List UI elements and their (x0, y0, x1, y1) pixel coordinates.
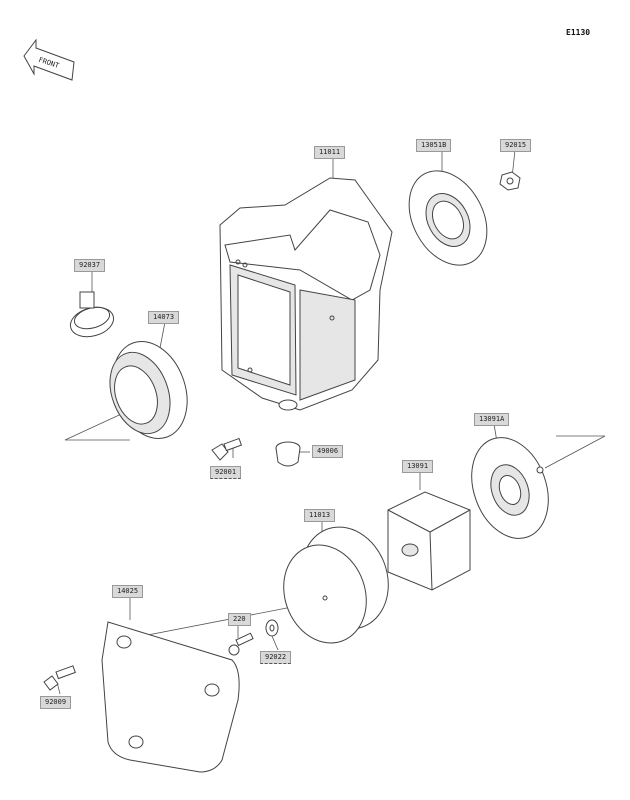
element-part (283, 526, 389, 644)
cover-part (101, 621, 240, 773)
part-number-13091[interactable]: 13091 (402, 460, 434, 473)
part-number-92009[interactable]: 92009 (40, 696, 72, 709)
cap-part (275, 441, 301, 467)
part-number-11013[interactable]: 11013 (304, 509, 336, 522)
washer-part (265, 619, 279, 637)
part-number-92022[interactable]: 92022 (260, 651, 292, 664)
part-number-220[interactable]: 220 (228, 613, 251, 626)
part-number-92037[interactable]: 92037 (74, 259, 106, 272)
cover-bolt-part (43, 665, 76, 691)
part-number-49006[interactable]: 49006 (312, 445, 344, 458)
diagram-code: E1130 (566, 28, 591, 37)
part-number-14073[interactable]: 14073 (148, 311, 180, 324)
bolt-part (211, 437, 243, 461)
part-number-92015[interactable]: 92015 (500, 139, 532, 152)
part-number-14025[interactable]: 14025 (112, 585, 144, 598)
front-arrow-icon: FRONT (23, 38, 75, 81)
gasket-part (408, 170, 488, 266)
part-number-11011[interactable]: 11011 (314, 146, 346, 159)
nut-part (499, 171, 521, 191)
element-holder-part (387, 491, 471, 591)
holder-plate-part (471, 437, 549, 539)
part-number-13051b[interactable]: 13051B (416, 139, 452, 152)
duct-part (109, 341, 188, 439)
part-number-13091a[interactable]: 13091A (474, 413, 510, 426)
screw-part (228, 632, 254, 656)
part-number-92001[interactable]: 92001 (210, 466, 242, 479)
air-box-part (219, 177, 393, 411)
clamp-part (69, 291, 115, 338)
